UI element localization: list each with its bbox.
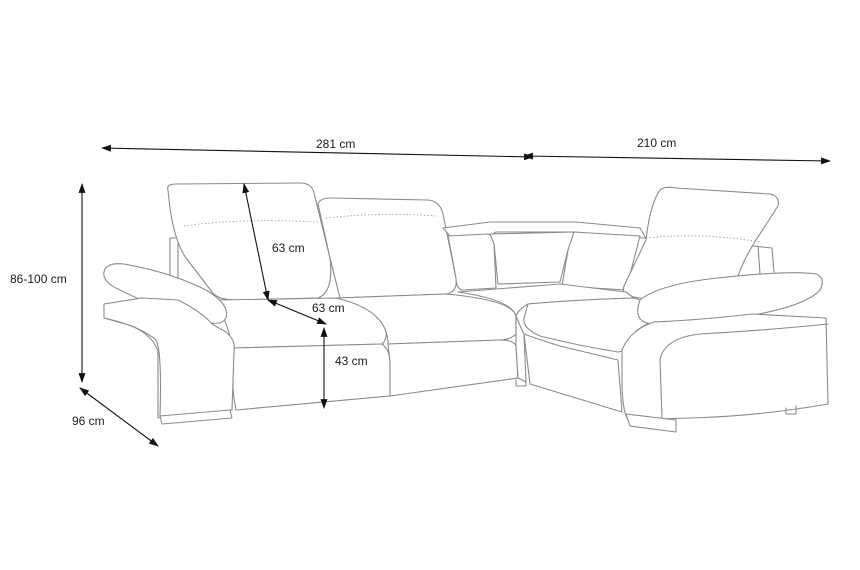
right-headrest-seam [645, 235, 761, 243]
middle-seat-cushion [335, 293, 517, 345]
dimension-line [101, 144, 534, 161]
right-arm-panel [659, 323, 829, 419]
middle-seat-front [387, 339, 519, 397]
dimension-width-right: 210 cm [523, 136, 831, 165]
corner-back-cushion-center [489, 231, 575, 285]
dimension-label-seat-depth: 63 cm [312, 301, 345, 315]
middle-backrest-seam [325, 213, 437, 219]
dimension-label-seat-height: 43 cm [335, 354, 368, 368]
right-seat-front [523, 333, 623, 413]
dimension-label-width-right: 210 cm [637, 136, 676, 150]
right-arm-body [621, 313, 829, 421]
dimension-width-left: 281 cm [101, 137, 534, 161]
dimension-label-backrest-height: 63 cm [272, 241, 305, 255]
corner-sofa-outline [103, 182, 829, 433]
middle-backrest [317, 197, 457, 299]
dimension-backrest-height: 63 cm [242, 183, 305, 301]
dimension-line [242, 183, 270, 301]
left-arm-foot [159, 409, 233, 425]
right-arm-foot [625, 413, 677, 433]
dimension-line [523, 152, 831, 165]
dimension-depth: 96 cm [72, 387, 159, 447]
left-armrest-pillow [103, 263, 228, 324]
left-headrest [167, 182, 332, 301]
dimension-label-width-left: 281 cm [316, 137, 355, 151]
corner-foot [515, 379, 527, 387]
left-arm-panel [103, 317, 162, 417]
corner-seat-front [515, 315, 527, 383]
dimension-label-height: 86-100 cm [10, 272, 67, 286]
right-headrest [622, 186, 779, 301]
dimension-line [267, 299, 327, 325]
dimension-label-depth: 96 cm [72, 414, 105, 428]
right-back-frame [751, 245, 775, 275]
dimension-height: 86-100 cm [10, 183, 86, 383]
left-back-frame [169, 237, 179, 281]
dimension-seat-depth: 63 cm [267, 299, 345, 325]
right-back-foot [785, 405, 797, 415]
dimension-line [79, 387, 159, 447]
dimension-seat-height: 43 cm [320, 327, 368, 409]
